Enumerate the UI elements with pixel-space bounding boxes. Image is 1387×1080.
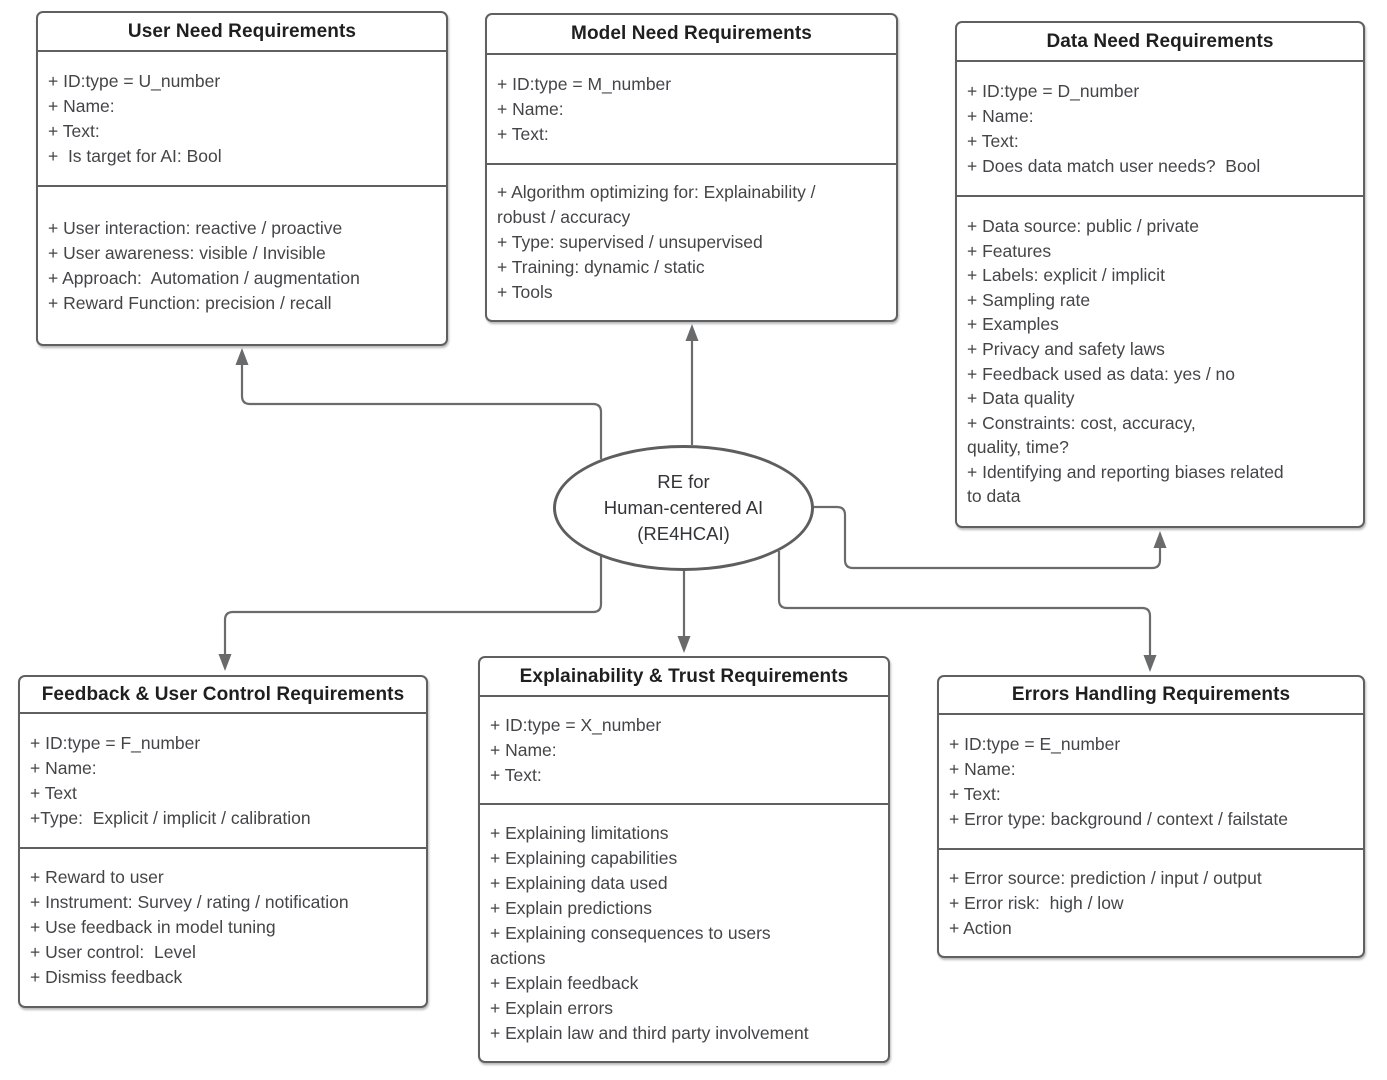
box-title-explainability-trust: Explainability & Trust Requirements xyxy=(480,658,888,697)
attribute-line: + ID:type = E_number xyxy=(949,733,1121,754)
attribute-line: + Error type: background / context / fai… xyxy=(949,808,1288,829)
arrowhead-explainability xyxy=(677,636,691,653)
attribute-line: + User control: Level xyxy=(30,942,196,962)
class-box-data-need: Data Need Requirements + ID:type = D_num… xyxy=(955,21,1365,528)
attribute-line: + Action xyxy=(949,917,1012,938)
attribute-line: + Reward to user xyxy=(30,867,164,887)
errors-details-section: + Error source: prediction / input / out… xyxy=(939,850,1363,956)
attribute-line: + Labels: explicit / implicit xyxy=(967,265,1165,286)
attribute-line: +Type: Explicit / implicit / calibration xyxy=(30,807,311,828)
attribute-line: + User interaction: reactive / proactive xyxy=(48,217,343,238)
central-node-line: Human-centered AI xyxy=(603,497,764,518)
explainability-details-section: + Explaining limitations + Explaining ca… xyxy=(480,805,888,1061)
attribute-line: + Error risk: high / low xyxy=(949,892,1124,913)
attribute-line: + Text: xyxy=(490,764,542,785)
attribute-line: + Identifying and reporting biases relat… xyxy=(967,461,1284,507)
data-need-details-section: + Data source: public / private + Featur… xyxy=(957,197,1363,526)
errors-attributes-section: + ID:type = E_number + Name: + Text: + E… xyxy=(939,715,1363,850)
attribute-line: + Text: xyxy=(967,130,1019,151)
box-title-feedback-user-control: Feedback & User Control Requirements xyxy=(20,677,426,714)
class-box-explainability-trust: Explainability & Trust Requirements + ID… xyxy=(478,656,890,1063)
class-box-errors-handling: Errors Handling Requirements + ID:type =… xyxy=(937,675,1365,958)
central-node-line: RE for xyxy=(657,471,710,492)
arrowhead-errors xyxy=(1143,655,1157,672)
attribute-line: + Does data match user needs? Bool xyxy=(967,155,1261,176)
attribute-line: + Explaining capabilities xyxy=(490,847,678,868)
attribute-line: + Text: xyxy=(48,120,100,141)
attribute-line: + User awareness: visible / Invisible xyxy=(48,242,326,263)
box-title-errors-handling: Errors Handling Requirements xyxy=(939,677,1363,715)
user-need-details-section: + User interaction: reactive / proactive… xyxy=(38,187,446,344)
attribute-line: + Feedback used as data: yes / no xyxy=(967,363,1236,384)
attribute-line: + Data quality xyxy=(967,388,1075,409)
attribute-line: + Name: xyxy=(967,105,1034,126)
attribute-line: + Explain predictions xyxy=(490,897,652,918)
arrowhead-data-need xyxy=(1153,531,1167,548)
attribute-line: + ID:type = M_number xyxy=(497,73,672,94)
attribute-line: + Text: xyxy=(497,123,549,144)
attribute-line: + Instrument: Survey / rating / notifica… xyxy=(30,892,349,912)
attribute-line: + Approach: Automation / augmentation xyxy=(48,267,360,288)
attribute-line: + Training: dynamic / static xyxy=(497,257,705,277)
attribute-line: + Error source: prediction / input / out… xyxy=(949,867,1262,888)
attribute-line: + Name: xyxy=(490,739,557,760)
attribute-line: + Dismiss feedback xyxy=(30,967,183,987)
model-need-attributes-section: + ID:type = M_number + Name: + Text: xyxy=(487,55,896,165)
feedback-attributes-section: + ID:type = F_number + Name: + Text +Typ… xyxy=(20,714,426,849)
feedback-details-section: + Reward to user + Instrument: Survey / … xyxy=(20,849,426,1006)
arrowhead-feedback xyxy=(218,654,232,671)
attribute-line: + Name: xyxy=(497,98,564,119)
class-box-feedback-user-control: Feedback & User Control Requirements + I… xyxy=(18,675,428,1008)
connector-user-need xyxy=(240,364,603,459)
class-box-model-need: Model Need Requirements + ID:type = M_nu… xyxy=(485,13,898,322)
data-need-attributes-section: + ID:type = D_number + Name: + Text: + D… xyxy=(957,62,1363,197)
attribute-line: + ID:type = F_number xyxy=(30,732,201,753)
explainability-attributes-section: + ID:type = X_number + Name: + Text: xyxy=(480,697,888,805)
attribute-line: + Explain feedback xyxy=(490,972,639,993)
attribute-line: + Explain law and third party involvemen… xyxy=(490,1022,809,1043)
attribute-line: + Name: xyxy=(48,95,115,116)
attribute-line: + Tools xyxy=(497,282,553,302)
arrowhead-user-need xyxy=(235,348,249,365)
attribute-line: + Name: xyxy=(949,758,1016,779)
model-need-details-section: + Algorithm optimizing for: Explainabili… xyxy=(487,165,896,320)
central-node-re4hcai: RE for Human-centered AI (RE4HCAI) xyxy=(553,445,814,571)
central-node-line: (RE4HCAI) xyxy=(637,523,730,544)
attribute-line: + Explaining limitations xyxy=(490,822,669,843)
class-box-user-need: User Need Requirements + ID:type = U_num… xyxy=(36,11,448,346)
attribute-line: + Data source: public / private xyxy=(967,215,1199,236)
attribute-line: + Sampling rate xyxy=(967,289,1091,310)
attribute-line: + ID:type = D_number xyxy=(967,80,1140,101)
attribute-line: + Features xyxy=(967,240,1052,261)
attribute-line: + Is target for AI: Bool xyxy=(48,145,222,166)
attribute-line: + Algorithm optimizing for: Explainabili… xyxy=(497,182,816,227)
attribute-line: + Reward Function: precision / recall xyxy=(48,292,332,313)
arrowhead-model-need xyxy=(685,324,699,341)
box-title-data-need: Data Need Requirements xyxy=(957,23,1363,62)
attribute-line: + Explaining data used xyxy=(490,872,668,893)
connector-feedback xyxy=(223,556,603,654)
attribute-line: + Use feedback in model tuning xyxy=(30,917,276,937)
attribute-line: + Name: xyxy=(30,757,97,778)
box-title-user-need: User Need Requirements xyxy=(38,13,446,52)
attribute-line: + Explain errors xyxy=(490,997,614,1018)
attribute-line: + Privacy and safety laws xyxy=(967,338,1165,359)
attribute-line: + Text xyxy=(30,782,77,803)
attribute-line: + ID:type = X_number xyxy=(490,714,662,735)
connector-errors xyxy=(777,551,1152,656)
user-need-attributes-section: + ID:type = U_number + Name: + Text: + I… xyxy=(38,52,446,187)
attribute-line: + Constraints: cost, accuracy, quality, … xyxy=(967,412,1196,458)
attribute-line: + Type: supervised / unsupervised xyxy=(497,232,763,252)
attribute-line: + Explaining consequences to users actio… xyxy=(490,922,771,968)
box-title-model-need: Model Need Requirements xyxy=(487,15,896,55)
attribute-line: + Examples xyxy=(967,314,1059,335)
attribute-line: + Text: xyxy=(949,783,1001,804)
attribute-line: + ID:type = U_number xyxy=(48,70,221,91)
